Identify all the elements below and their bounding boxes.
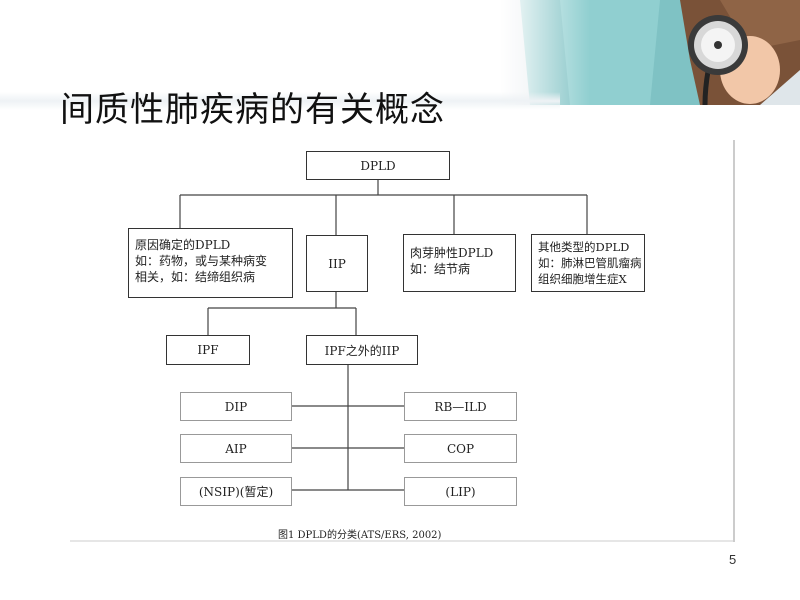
node-granulomatous-dpld: 肉芽肿性DPLD 如：结节病 xyxy=(403,234,516,292)
node-cop: COP xyxy=(404,434,517,463)
granulomatous-line-2: 如：结节病 xyxy=(410,262,471,276)
node-other-dpld: 其他类型的DPLD 如：肺淋巴管肌瘤病 组织细胞增生症X xyxy=(531,234,645,292)
known-cause-line-2: 如：药物，或与某种病变 xyxy=(135,254,268,268)
other-line-3: 组织细胞增生症X xyxy=(538,272,627,286)
node-known-cause-dpld: 原因确定的DPLD 如：药物，或与某种病变 相关，如：结缔组织病 xyxy=(128,228,293,298)
node-non-ipf-iip: IPF之外的IIP xyxy=(306,335,418,365)
node-dpld: DPLD xyxy=(306,151,450,180)
title-underline-stripe xyxy=(0,92,560,110)
node-nsip: (NSIP)(暂定) xyxy=(180,477,292,506)
diagram-connectors xyxy=(70,140,735,542)
page-number: 5 xyxy=(729,552,737,567)
known-cause-line-3: 相关，如：结缔组织病 xyxy=(135,270,256,284)
header-photo xyxy=(500,0,800,105)
other-line-2: 如：肺淋巴管肌瘤病 xyxy=(538,256,642,270)
node-rb-ild: RB—ILD xyxy=(404,392,517,421)
node-dip: DIP xyxy=(180,392,292,421)
other-line-1: 其他类型的DPLD xyxy=(538,240,630,254)
slide-title: 间质性肺疾病的有关概念 xyxy=(60,90,445,130)
node-ipf: IPF xyxy=(166,335,250,365)
dpld-classification-diagram: DPLD 原因确定的DPLD 如：药物，或与某种病变 相关，如：结缔组织病 II… xyxy=(70,140,735,542)
node-iip: IIP xyxy=(306,235,368,292)
figure-caption: 图1 DPLD的分类(ATS/ERS, 2002) xyxy=(278,530,442,541)
known-cause-line-1: 原因确定的DPLD xyxy=(135,238,231,252)
granulomatous-line-1: 肉芽肿性DPLD xyxy=(410,246,494,260)
node-aip: AIP xyxy=(180,434,292,463)
node-lip: (LIP) xyxy=(404,477,517,506)
